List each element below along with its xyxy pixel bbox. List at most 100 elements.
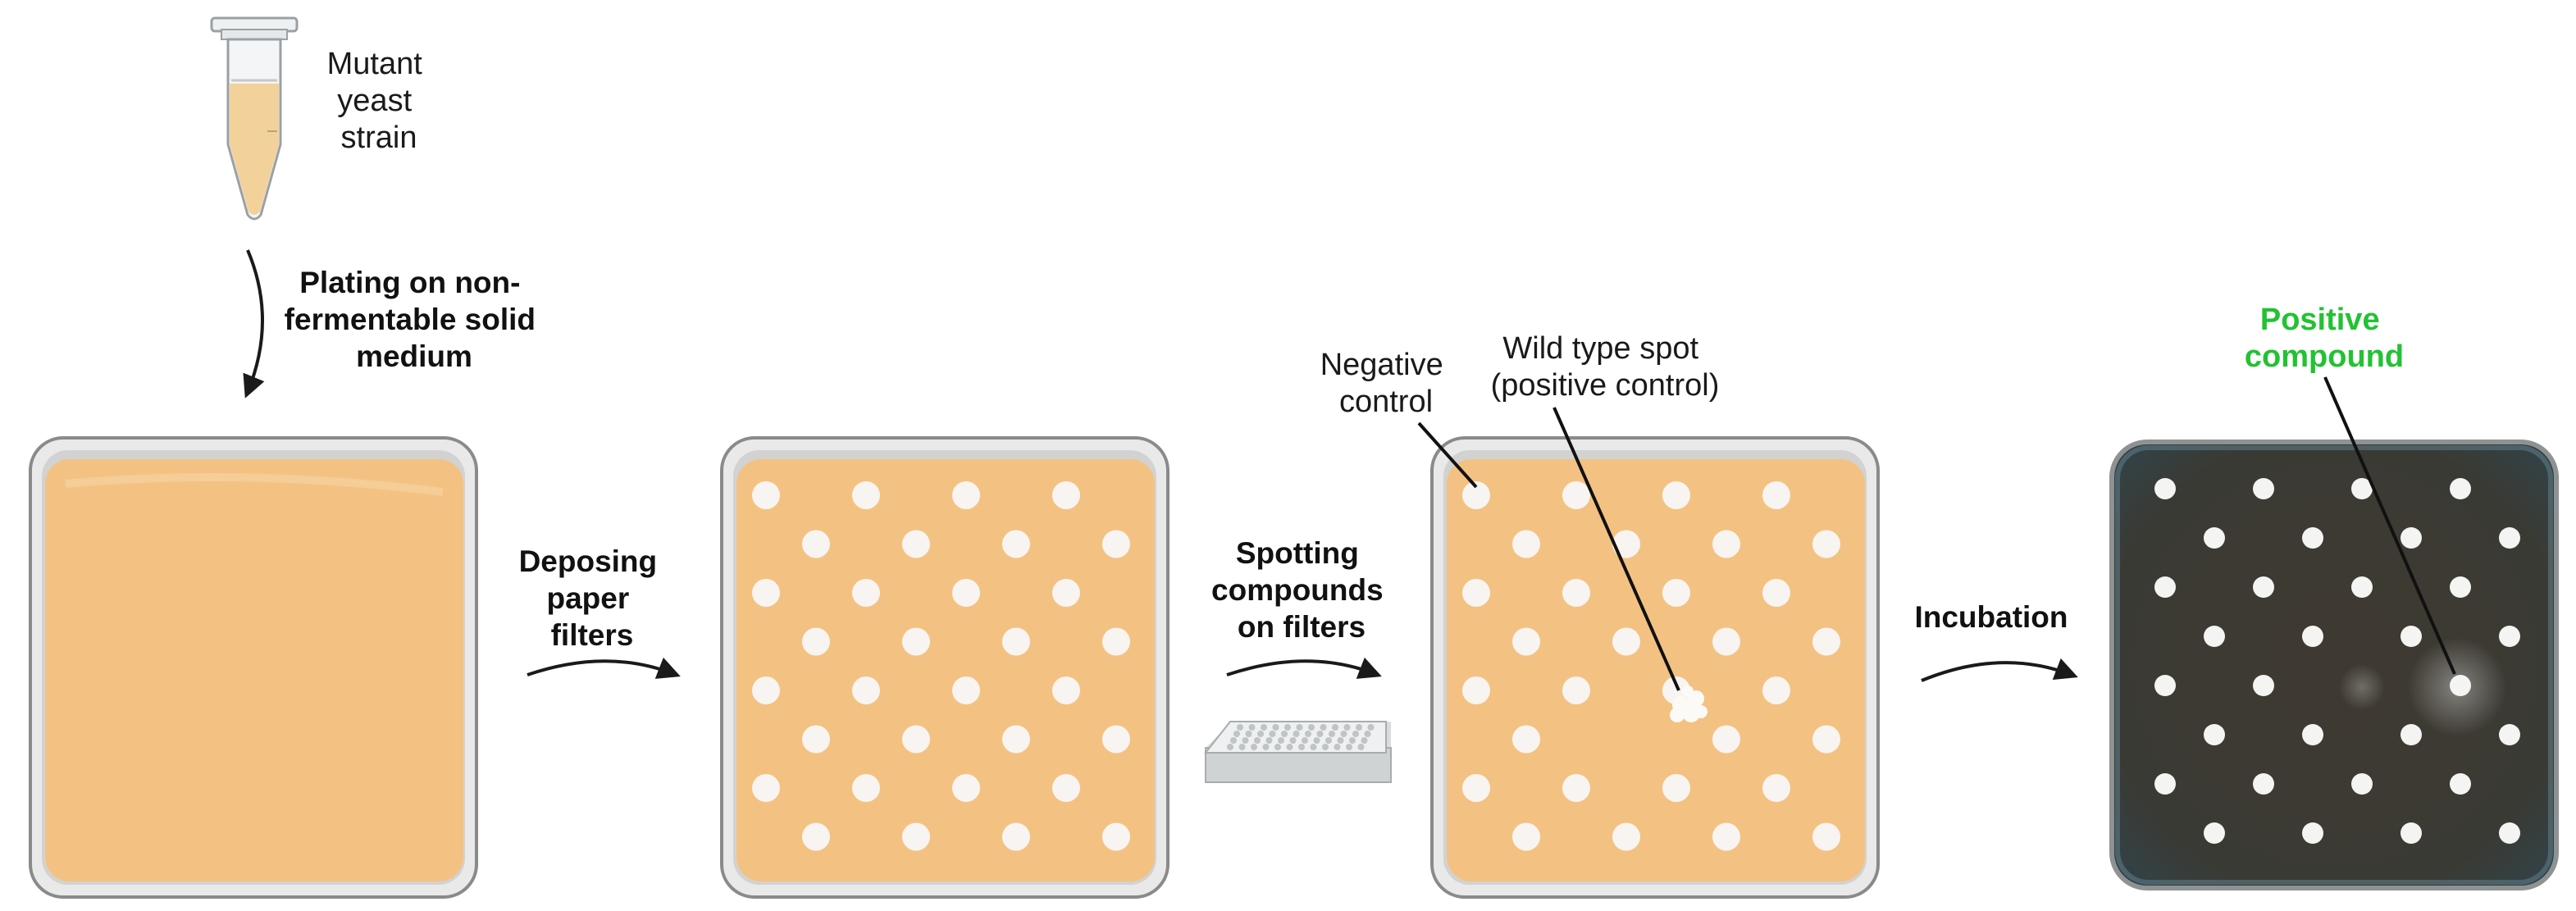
filter-disc	[1462, 774, 1490, 802]
microplate-well	[1261, 724, 1267, 731]
filter-disc	[752, 579, 780, 607]
filter-disc	[1462, 579, 1490, 607]
microplate-well	[1262, 744, 1270, 750]
filter-disc	[1002, 530, 1030, 558]
microplate-well	[1367, 724, 1375, 731]
incubation-arrow-icon	[1921, 658, 2078, 682]
filter-disc	[1052, 481, 1080, 509]
filter-disc	[2351, 478, 2373, 499]
filter-disc	[1812, 822, 1840, 851]
filters-step-label: Deposing paper filters	[519, 544, 666, 652]
positive-compound-line: compound	[2245, 339, 2404, 374]
microplate-well	[1265, 737, 1273, 744]
filter-disc	[2204, 626, 2225, 647]
positive-compound-pointer	[2323, 376, 2456, 675]
microplate-well	[1233, 731, 1240, 737]
filter-disc	[902, 530, 930, 558]
plating-arrow-icon	[243, 249, 265, 399]
filter-disc	[1102, 530, 1130, 558]
filter-disc	[1512, 627, 1540, 656]
filter-disc	[1562, 579, 1590, 607]
filter-disc	[2253, 675, 2274, 696]
microplate-well	[1364, 731, 1371, 737]
microplate-well	[1343, 724, 1351, 731]
filter-disc	[2499, 822, 2520, 844]
filter-disc	[1712, 627, 1740, 656]
filter-disc	[1052, 774, 1080, 802]
filter-disc	[2302, 527, 2323, 549]
plating-step-line: fermentable solid	[285, 303, 536, 336]
filter-disc	[1662, 579, 1690, 607]
microplate-well	[1337, 737, 1344, 744]
microcentrifuge-tube-icon	[210, 16, 299, 221]
spotting-step-line: compounds	[1211, 573, 1384, 607]
filter-disc	[852, 676, 880, 704]
filter-disc	[1612, 530, 1640, 558]
microplate-well	[1257, 731, 1264, 737]
filter-disc	[2450, 576, 2471, 598]
spotting-step-line: on filters	[1238, 610, 1366, 644]
filter-disc	[1512, 530, 1540, 558]
filter-disc	[1002, 627, 1030, 656]
microplate-well	[1269, 731, 1276, 737]
filter-disc	[1562, 481, 1590, 509]
filter-disc	[902, 627, 930, 656]
filter-disc	[1052, 676, 1080, 704]
filter-disc	[2450, 675, 2471, 696]
tube-label-line: Mutant	[327, 47, 423, 81]
filter-disc	[1812, 627, 1840, 656]
microplate-well	[1361, 737, 1368, 744]
filter-disc	[2154, 478, 2176, 499]
filter-disc	[2400, 724, 2422, 745]
filter-disc	[952, 481, 980, 509]
filter-disc	[2253, 478, 2274, 499]
filter-disc	[852, 579, 880, 607]
filter-disc	[1102, 627, 1130, 656]
filter-disc	[2204, 822, 2225, 844]
microplate-well	[1272, 724, 1279, 731]
microplate-well	[1289, 737, 1297, 744]
microplate-well	[1245, 731, 1252, 737]
filter-disc	[1102, 725, 1130, 754]
microplate-well	[1316, 731, 1324, 737]
filter-disc	[2253, 576, 2274, 598]
wild-type-label: Wild type spot (positive control)	[1491, 331, 1720, 403]
microplate-well	[1284, 724, 1291, 731]
filter-disc-grid	[1462, 481, 1840, 851]
microplate-well	[1322, 744, 1329, 750]
filter-disc	[2499, 626, 2520, 647]
filter-disc	[2204, 527, 2225, 549]
wild-type-pointer	[1552, 407, 1680, 691]
filter-disc	[2450, 478, 2471, 499]
microplate-well	[1356, 724, 1362, 731]
microplate-well	[1308, 724, 1315, 731]
filters-arrow-icon	[527, 657, 681, 679]
filter-disc	[902, 725, 930, 754]
incubation-step-label: Incubation	[1914, 600, 2068, 634]
filter-disc	[1512, 822, 1540, 851]
filter-disc	[2154, 576, 2176, 598]
filter-disc	[952, 579, 980, 607]
microplate-well	[1325, 737, 1332, 744]
filter-disc	[1812, 530, 1840, 558]
filter-disc	[1462, 676, 1490, 704]
filter-disc	[1762, 676, 1790, 704]
filter-disc	[802, 627, 830, 656]
filter-disc	[1002, 822, 1030, 851]
filter-disc	[752, 676, 780, 704]
filter-disc	[852, 774, 880, 802]
microplate-well	[1340, 731, 1347, 737]
filter-disc	[2499, 527, 2520, 549]
wild-type-line: Wild type spot	[1502, 331, 1698, 366]
filter-disc	[752, 481, 780, 509]
filters-step-line: filters	[551, 618, 634, 652]
filter-disc	[2302, 626, 2323, 647]
plating-step-label: Plating on non- fermentable solid medium	[285, 266, 545, 373]
filters-step-line: paper	[546, 581, 629, 615]
microplate-well	[1334, 744, 1341, 750]
filter-disc	[2154, 675, 2176, 696]
negative-control-line: control	[1339, 385, 1433, 419]
plating-step-line: medium	[356, 339, 472, 373]
filter-disc	[2400, 822, 2422, 844]
microplate-well	[1238, 744, 1246, 750]
